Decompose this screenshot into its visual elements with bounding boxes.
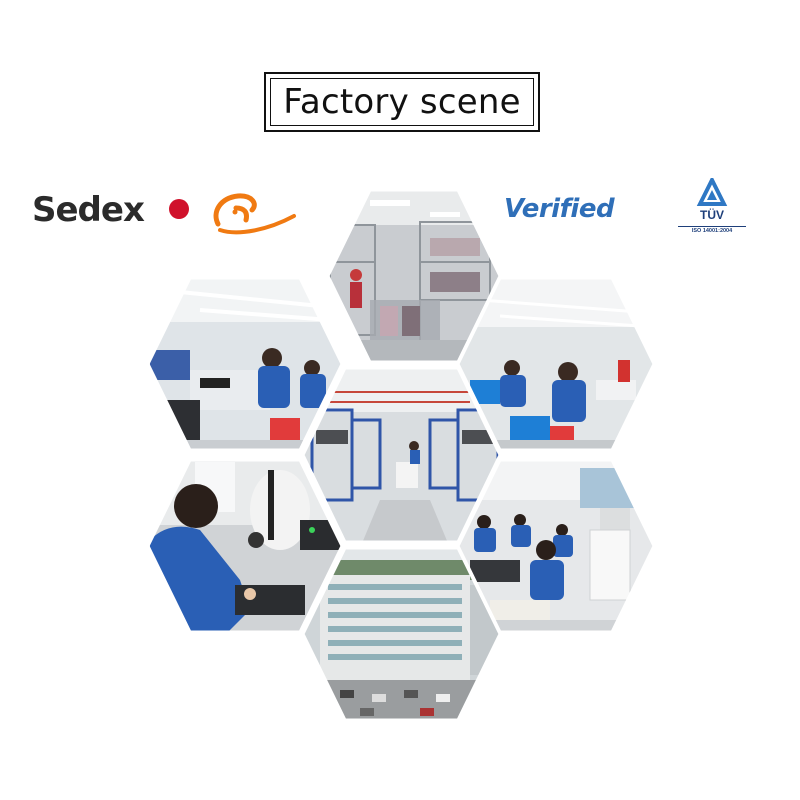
sedex-logo: Sedex bbox=[32, 190, 189, 234]
photo-warehouse bbox=[303, 368, 500, 542]
alibaba-logo-icon bbox=[213, 193, 296, 235]
sedex-dot-icon bbox=[169, 199, 189, 219]
tuv-iso-text: ISO 14001:2004 bbox=[678, 226, 746, 234]
photo-sewing-workshop-left bbox=[148, 278, 342, 450]
photo-factory-building bbox=[303, 548, 500, 720]
hex-borders bbox=[146, 188, 656, 722]
photo-sewing-workshop-right bbox=[458, 278, 654, 450]
verified-logo: Verified bbox=[504, 194, 615, 224]
title-frame: Factory scene bbox=[264, 72, 540, 132]
tuv-triangle-icon bbox=[696, 175, 728, 206]
tuv-logo: TÜV ISO 14001:2004 bbox=[678, 175, 746, 240]
photo-office bbox=[458, 460, 654, 632]
tuv-name: TÜV bbox=[700, 208, 724, 222]
photo-worker-machine bbox=[148, 460, 342, 632]
sedex-logo-text: Sedex bbox=[32, 190, 145, 230]
